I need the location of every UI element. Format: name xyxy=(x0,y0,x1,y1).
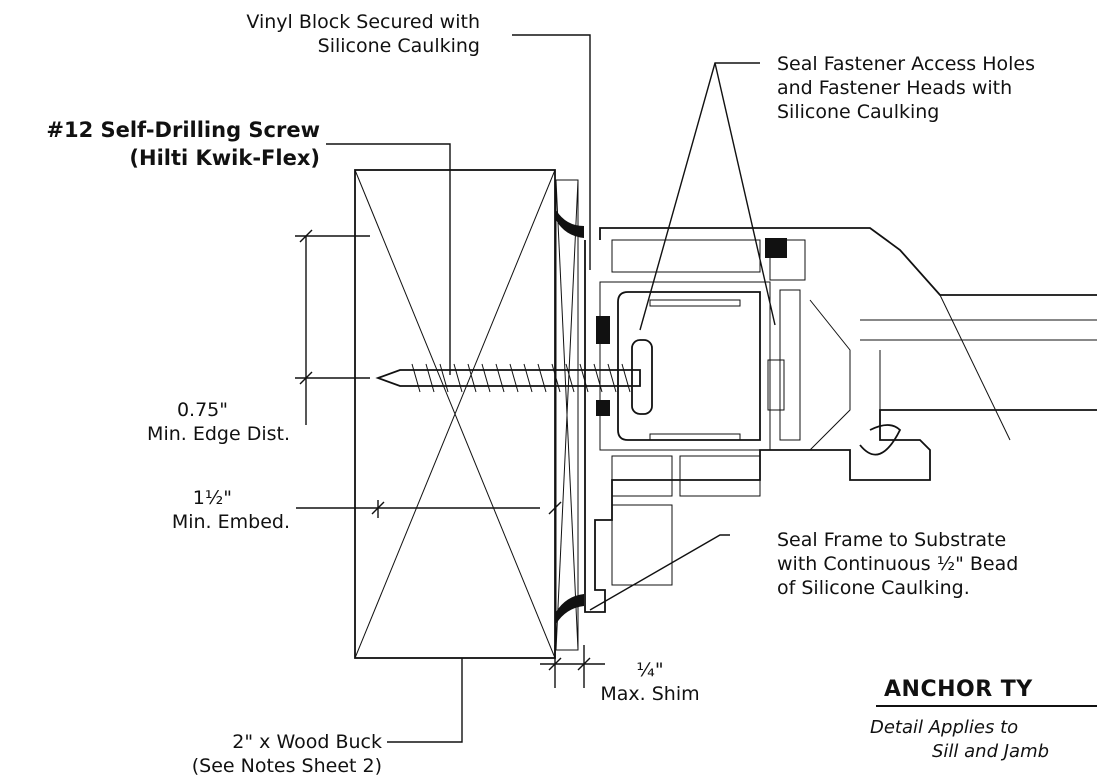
label-wood-buck-line2: (See Notes Sheet 2) xyxy=(191,755,382,777)
label-seal-frame-line3: of Silicone Caulking. xyxy=(777,577,970,599)
detail-note: Detail Applies to Sill and Jamb xyxy=(870,716,1049,764)
label-seal-frame-line2: with Continuous ½" Bead xyxy=(777,553,1019,575)
label-screw: #12 Self-Drilling Screw (Hilti Kwik-Flex… xyxy=(20,116,320,172)
label-seal-access-line1: Seal Fastener Access Holes xyxy=(777,53,1036,75)
label-seal-frame: Seal Frame to Substrate with Continuous … xyxy=(777,528,1018,600)
label-screw-line2: (Hilti Kwik-Flex) xyxy=(129,146,320,170)
label-embed-line1: 1½" xyxy=(192,487,232,509)
anchor-type-title: ANCHOR TY xyxy=(884,677,1033,702)
label-wood-buck-line1: 2" x Wood Buck xyxy=(232,731,382,753)
label-shim-line2: Max. Shim xyxy=(600,683,700,705)
label-edge-dist: 0.75" Min. Edge Dist. xyxy=(90,398,290,446)
caulk-bead-top xyxy=(556,210,584,238)
label-shim-line1: ¼" xyxy=(636,659,664,681)
wood-buck xyxy=(354,169,556,659)
label-vinyl-block-line1: Vinyl Block Secured with xyxy=(246,11,480,33)
shim xyxy=(555,179,579,651)
label-embed-line2: Min. Embed. xyxy=(171,511,290,533)
label-seal-frame-line1: Seal Frame to Substrate xyxy=(777,529,1007,551)
label-edge-dist-line2: Min. Edge Dist. xyxy=(147,423,290,445)
label-seal-access: Seal Fastener Access Holes and Fastener … xyxy=(777,52,1035,124)
screw xyxy=(375,339,653,415)
label-seal-access-line3: Silicone Caulking xyxy=(777,101,940,123)
label-seal-access-line2: and Fastener Heads with xyxy=(777,77,1013,99)
label-wood-buck: 2" x Wood Buck (See Notes Sheet 2) xyxy=(90,730,382,778)
label-shim: ¼" Max. Shim xyxy=(600,658,700,706)
label-embed: 1½" Min. Embed. xyxy=(90,486,290,534)
label-edge-dist-line1: 0.75" xyxy=(176,399,228,421)
detail-note-line2: Sill and Jamb xyxy=(932,741,1050,762)
label-screw-line1: #12 Self-Drilling Screw xyxy=(46,118,320,142)
dimension-lines xyxy=(295,229,605,688)
label-vinyl-block: Vinyl Block Secured with Silicone Caulki… xyxy=(150,10,480,58)
leader-lines xyxy=(296,34,776,743)
label-vinyl-block-line2: Silicone Caulking xyxy=(317,35,480,57)
caulk-bead-bottom xyxy=(556,594,584,624)
detail-note-line1: Detail Applies to xyxy=(870,717,1019,738)
window-frame-profile xyxy=(584,227,1097,613)
